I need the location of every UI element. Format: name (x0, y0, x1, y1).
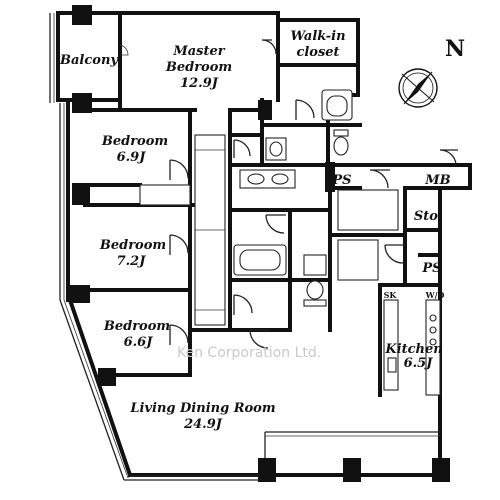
storage-tag: Sto. (414, 209, 442, 224)
washer-dryer-tag: W/D (425, 290, 445, 300)
bedroom2-label: Bedroom (99, 238, 166, 253)
bedroom1-size: 6.9J (117, 150, 147, 165)
doors (119, 39, 458, 349)
mb-tag: MB (424, 173, 450, 188)
bedroom2-size: 7.2J (117, 254, 147, 269)
compass-icon (398, 68, 438, 108)
bedroom1-label: Bedroom (101, 134, 168, 149)
ps-tag-2: PS (421, 261, 441, 276)
walkin-closet-label-2: closet (296, 45, 339, 60)
north-label: N (445, 36, 465, 62)
sink-tag: SK (384, 290, 398, 300)
balcony-label: Balcony (59, 53, 119, 68)
walkin-closet-label-1: Walk-in (290, 29, 345, 44)
kitchen-size: 6.5J (404, 356, 434, 371)
ldk-label: Living Dining Room (129, 401, 275, 416)
master-bedroom-label-1: Master (172, 44, 225, 59)
bedroom3-label: Bedroom (103, 319, 170, 334)
ldk-size: 24.9J (183, 417, 223, 432)
columns (70, 5, 450, 482)
master-bedroom-size: 12.9J (180, 76, 219, 91)
fixtures (139, 89, 441, 396)
kitchen-label: Kitchen (384, 342, 442, 357)
master-bedroom-label-2: Bedroom (165, 60, 232, 75)
watermark: Ken Corporation Ltd. (177, 345, 321, 361)
bedroom3-size: 6.6J (124, 335, 154, 350)
balcony-railing (49, 13, 440, 481)
ps-tag-1: PS (331, 173, 351, 188)
